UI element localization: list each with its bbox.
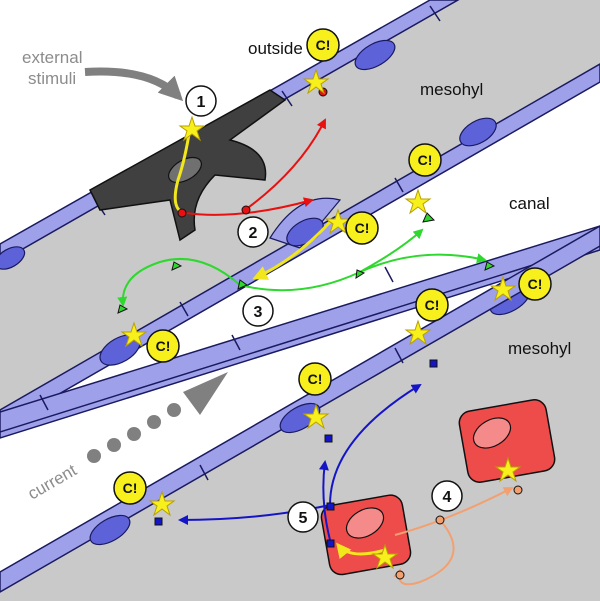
signal-badge: C! <box>146 329 180 363</box>
signal-badge: C! <box>306 28 340 62</box>
green-signal-path-1 <box>117 258 241 307</box>
green-signal-path-3 <box>359 253 487 273</box>
label-external-stimuli-line1: external <box>22 48 82 67</box>
signal-badges: C! C! C! C! C! C! C! C! <box>113 28 552 505</box>
receptor-markers <box>117 87 523 580</box>
label-mesohyl-top: mesohyl <box>420 80 483 99</box>
svg-text:C!: C! <box>316 37 331 53</box>
orange-signal-path-2 <box>393 519 455 586</box>
label-outside: outside <box>248 39 303 58</box>
label-canal: canal <box>509 194 550 213</box>
signal-badge: C! <box>113 471 147 505</box>
signal-badge: C! <box>408 143 442 177</box>
yellow-signal-path-3 <box>336 542 386 560</box>
orange-signal-path-1 <box>394 487 514 536</box>
external-stimuli-arrow <box>84 67 184 102</box>
svg-text:4: 4 <box>443 489 452 506</box>
activation-stars <box>120 68 522 570</box>
lower-canal-epithelium <box>0 225 600 439</box>
step-5: 5 <box>287 501 319 533</box>
svg-text:1: 1 <box>197 94 206 111</box>
svg-text:C!: C! <box>425 297 440 313</box>
signal-badge: C! <box>298 362 332 396</box>
svg-text:C!: C! <box>308 371 323 387</box>
yellow-signal-path-2 <box>252 220 332 280</box>
step-4: 4 <box>431 480 463 512</box>
signal-badge: C! <box>345 211 379 245</box>
red-cell-small <box>458 399 556 483</box>
red-signal-path-1 <box>244 118 326 211</box>
label-external-stimuli-line2: stimuli <box>28 69 76 88</box>
svg-text:C!: C! <box>123 480 138 496</box>
step-markers: 1 2 3 4 5 <box>185 85 463 533</box>
svg-text:5: 5 <box>299 510 308 527</box>
svg-text:C!: C! <box>156 338 171 354</box>
blue-signal-path-1 <box>319 460 331 541</box>
current-flow-arrow <box>87 372 228 463</box>
svg-text:C!: C! <box>528 276 543 292</box>
step-3: 3 <box>242 295 274 327</box>
green-signal-path-2 <box>239 228 424 292</box>
svg-text:2: 2 <box>249 225 258 242</box>
blue-signal-path-2 <box>329 383 422 506</box>
sensory-cell-nucleus <box>168 156 202 184</box>
yellow-signal-path <box>173 127 192 215</box>
step-1: 1 <box>185 85 217 117</box>
signal-badge: C! <box>518 267 552 301</box>
svg-text:C!: C! <box>355 220 370 236</box>
svg-text:3: 3 <box>254 304 263 321</box>
svg-text:C!: C! <box>418 152 433 168</box>
step-2: 2 <box>237 216 269 248</box>
label-mesohyl-bottom: mesohyl <box>508 339 571 358</box>
epithelial-nucleus <box>354 39 396 71</box>
signal-badge: C! <box>415 288 449 322</box>
